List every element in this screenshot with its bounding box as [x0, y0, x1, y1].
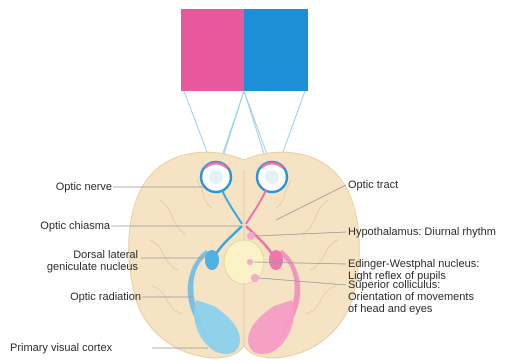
visual-field-left [181, 9, 244, 91]
label-primary-visual-cortex: Primary visual cortex [10, 342, 112, 354]
label-dorsal-lateral-geniculate-nucleus: Dorsal lateral geniculate nucleus [47, 249, 138, 273]
right-eye [257, 162, 287, 192]
label-optic-chiasma: Optic chiasma [40, 220, 110, 232]
right-lgn [269, 250, 283, 270]
visual-field-right [244, 9, 308, 91]
left-lgn [205, 250, 219, 270]
hypothalamus-dot [247, 232, 255, 240]
label-optic-tract: Optic tract [348, 179, 398, 191]
label-hypothalamus: Hypothalamus: Diurnal rhythm [348, 226, 496, 238]
edinger-westphal-dot [247, 259, 253, 265]
label-optic-radiation: Optic radiation [70, 291, 141, 303]
label-superior-colliculus: Superior colliculus: Orientation of move… [348, 279, 474, 315]
superior-colliculus-dot [251, 274, 259, 282]
label-optic-nerve: Optic nerve [56, 181, 112, 193]
left-eye [201, 162, 231, 192]
